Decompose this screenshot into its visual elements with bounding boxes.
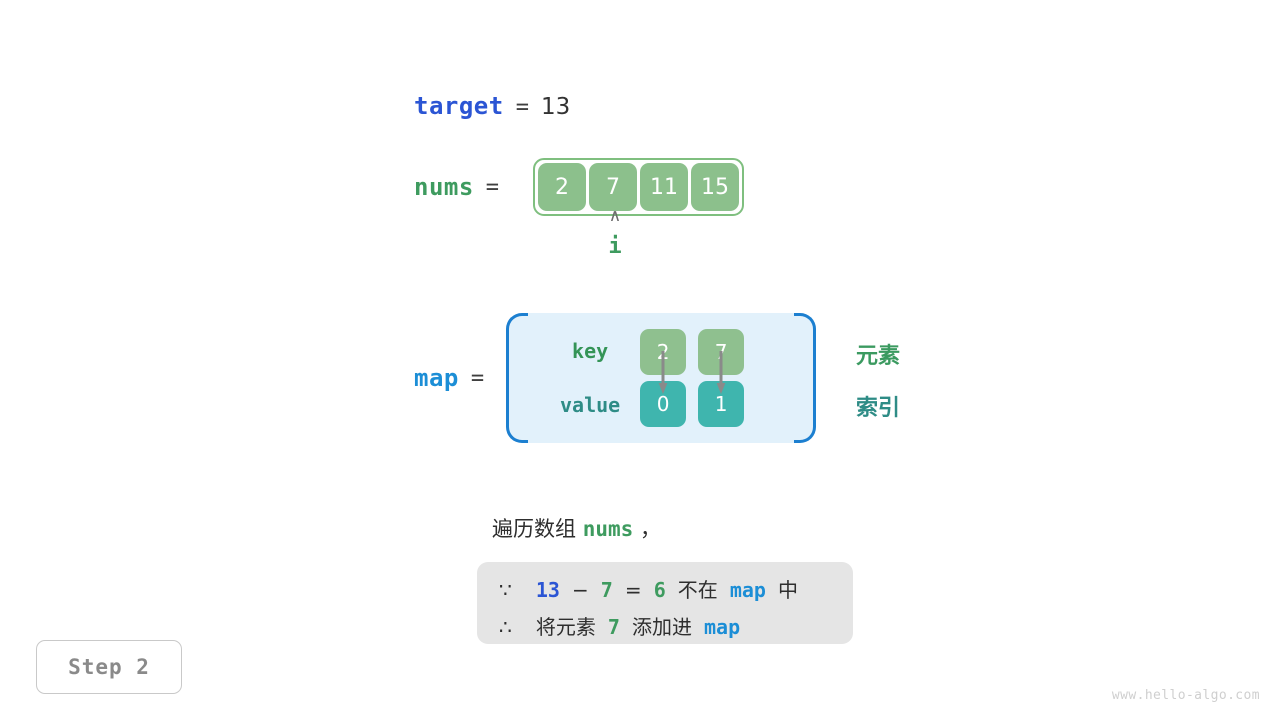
description-prefix: 遍历数组 <box>492 517 583 541</box>
map-key-cell: 2 <box>640 329 687 375</box>
map-row: map = key value 2 0 7 1 <box>414 313 817 443</box>
formula-add-element-text: 将元素 <box>535 615 596 639</box>
formula-map-word: map <box>729 578 766 602</box>
map-label-wrap: map = <box>414 313 484 443</box>
map-value-cell: 0 <box>640 381 687 427</box>
map-key-row-label: key <box>572 339 609 363</box>
target-value: 13 <box>540 94 571 120</box>
formula-added-value: 7 <box>607 615 620 639</box>
formula-box: ∵ 13 − 7 = 6 不在 map 中 ∴ 将元素 7 添加进 map <box>477 562 853 644</box>
target-equals-sign: = <box>515 95 529 120</box>
description-nums-highlight: nums <box>582 517 634 541</box>
nums-variable-name: nums <box>414 173 474 201</box>
nums-equals-sign: = <box>485 174 500 200</box>
map-row-labels: key value <box>540 328 640 428</box>
minus-symbol: − <box>571 578 589 602</box>
step-badge: Step 2 <box>36 640 182 694</box>
formula-current-value: 7 <box>600 578 613 602</box>
array-cell: 2 <box>538 163 587 211</box>
index-pointer-group: ∧ i <box>598 206 632 260</box>
because-symbol: ∵ <box>499 578 512 602</box>
formula-target-value: 13 <box>535 578 560 602</box>
therefore-symbol: ∴ <box>499 615 512 639</box>
formula-add-into-text: 添加进 <box>631 615 692 639</box>
description-line: 遍历数组 nums ， <box>492 513 661 543</box>
formula-map-word: map <box>704 615 741 639</box>
watermark: www.hello-algo.com <box>1111 688 1260 703</box>
formula-line-2: ∴ 将元素 7 添加进 map <box>499 609 831 646</box>
caret-up-icon: ∧ <box>608 206 622 226</box>
nums-row: nums = 2 7 11 15 <box>414 158 745 216</box>
description-suffix: ， <box>633 517 661 541</box>
map-value-row-label: value <box>560 393 621 417</box>
map-variable-name: map <box>414 364 459 392</box>
formula-in-suffix: 中 <box>778 578 798 602</box>
hash-map-container: key value 2 0 7 1 <box>506 313 817 443</box>
pointer-label-i: i <box>608 234 622 259</box>
target-row: target = 13 <box>414 92 570 120</box>
array-cell: 7 <box>589 163 638 211</box>
map-equals-sign: = <box>470 365 485 391</box>
equals-symbol: = <box>624 578 642 602</box>
map-entry: 2 0 <box>640 329 687 427</box>
map-value-cell: 1 <box>698 381 745 427</box>
map-entry: 7 1 <box>698 329 745 427</box>
nums-array-container: 2 7 11 15 <box>533 158 745 216</box>
array-cell: 11 <box>640 163 689 211</box>
map-key-cell: 7 <box>698 329 745 375</box>
formula-not-in-text: 不在 <box>677 578 718 602</box>
annotation-element: 元素 <box>856 344 901 369</box>
map-entry-columns: 2 0 7 1 <box>640 329 745 427</box>
formula-complement-value: 6 <box>653 578 666 602</box>
target-variable-name: target <box>414 92 504 120</box>
formula-line-1: ∵ 13 − 7 = 6 不在 map 中 <box>499 572 831 609</box>
array-cell: 15 <box>691 163 740 211</box>
map-grid: key value 2 0 7 1 <box>506 313 816 443</box>
annotation-index: 索引 <box>856 396 901 421</box>
